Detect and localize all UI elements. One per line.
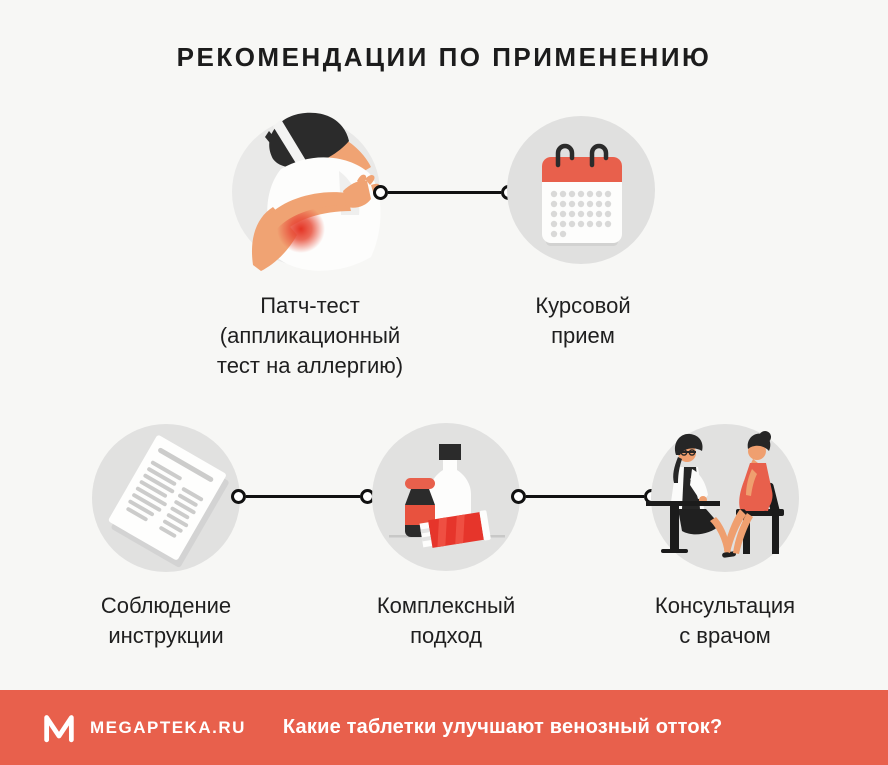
connector-line (231, 489, 375, 504)
connector-line (511, 489, 659, 504)
doctor-consultation-icon (646, 424, 799, 572)
connector-ring-icon (373, 185, 388, 200)
footer-bar: MEGAPTEKA.RU Какие таблетки улучшают вен… (0, 690, 888, 765)
megapteka-m-logo (44, 715, 74, 743)
person-scratching-arm-icon (232, 112, 381, 271)
footer-question: Какие таблетки улучшают венозный отток? (282, 716, 723, 738)
step-label-complex-approach: Комплексный подход (376, 593, 516, 648)
connector-ring-icon (511, 489, 526, 504)
instruction-document-icon (92, 424, 240, 572)
connector-line (373, 185, 516, 200)
brand-name: MEGAPTEKA.RU (90, 717, 246, 737)
page-title: РЕКОМЕНДАЦИИ ПО ПРИМЕНЕНИЮ (176, 42, 712, 72)
medicine-bottles-icon (372, 423, 520, 571)
step-label-follow-instructions: Соблюдение инструкции (100, 593, 232, 648)
step-label-doctor-consultation: Консультация с врачом (654, 593, 796, 648)
connector-ring-icon (231, 489, 246, 504)
step-label-patch-test: Патч-тест (аппликационный тест на аллерг… (216, 293, 404, 378)
step-label-course-intake: Курсовой прием (535, 293, 631, 348)
calendar-icon (507, 116, 655, 264)
